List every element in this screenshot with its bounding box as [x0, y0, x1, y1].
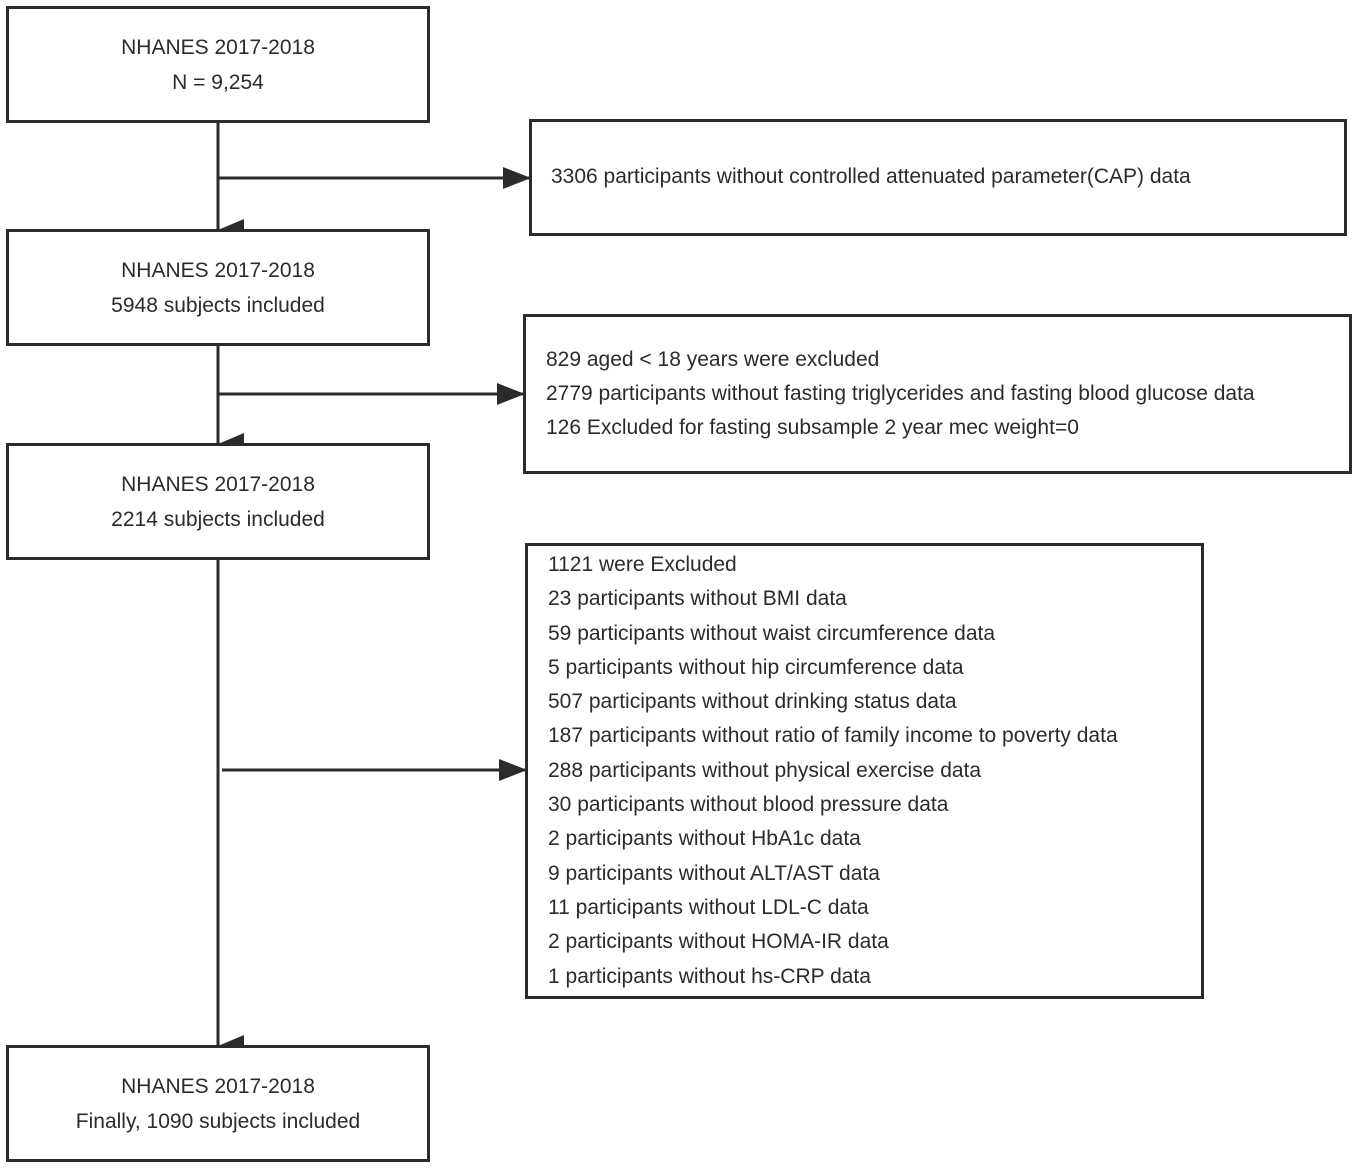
exclusion-3-line: 5 participants without hip circumference…: [548, 655, 964, 679]
exclusion-3-header: 1121 were Excluded: [548, 553, 737, 576]
node-step1: NHANES 2017-2018 5948 subjects included: [6, 229, 430, 346]
exclusion-3-line: 288 participants without physical exerci…: [548, 758, 982, 782]
node-start-count: N = 9,254: [172, 70, 264, 94]
node-final-count: Finally, 1090 subjects included: [75, 1109, 361, 1133]
node-start: NHANES 2017-2018 N = 9,254: [6, 6, 430, 123]
exclusion-3-line: 23 participants without BMI data: [548, 587, 847, 611]
exclusion-box-3: 1121 were Excluded 23 participants witho…: [525, 543, 1204, 999]
node-step2-count: 2214 subjects included: [111, 507, 325, 531]
node-start-title: NHANES 2017-2018: [121, 35, 315, 59]
node-final: NHANES 2017-2018 Finally, 1090 subjects …: [6, 1045, 430, 1162]
node-step1-count: 5948 subjects included: [111, 293, 325, 317]
node-step2: NHANES 2017-2018 2214 subjects included: [6, 443, 430, 560]
exclusion-box-2: 829 aged < 18 years were excluded 2779 p…: [523, 314, 1352, 474]
exclusion-1-line: 3306 participants without controlled att…: [551, 165, 1191, 189]
exclusion-3-line: 59 participants without waist circumfere…: [548, 621, 996, 645]
exclusion-2-line: 2779 participants without fasting trigly…: [546, 381, 1255, 405]
exclusion-3-line: 9 participants without ALT/AST data: [548, 861, 880, 885]
exclusion-3-line: 507 participants without drinking status…: [548, 690, 957, 714]
exclusion-3-line: 2 participants without HOMA-IR data: [548, 930, 889, 954]
exclusion-3-line: 30 participants without blood pressure d…: [548, 793, 949, 817]
exclusion-3-line: 11 participants without LDL-C data: [548, 895, 869, 919]
exclusion-3-line: 1 participants without hs-CRP data: [548, 964, 871, 988]
exclusion-2-line: 126 Excluded for fasting subsample 2 yea…: [546, 416, 1079, 440]
node-step2-title: NHANES 2017-2018: [121, 472, 315, 496]
exclusion-box-1: 3306 participants without controlled att…: [529, 119, 1347, 236]
node-step1-title: NHANES 2017-2018: [121, 258, 315, 282]
exclusion-2-line: 829 aged < 18 years were excluded: [546, 347, 880, 371]
node-final-title: NHANES 2017-2018: [121, 1074, 315, 1098]
exclusion-3-line: 2 participants without HbA1c data: [548, 827, 861, 851]
exclusion-3-line: 187 participants without ratio of family…: [548, 724, 1118, 748]
